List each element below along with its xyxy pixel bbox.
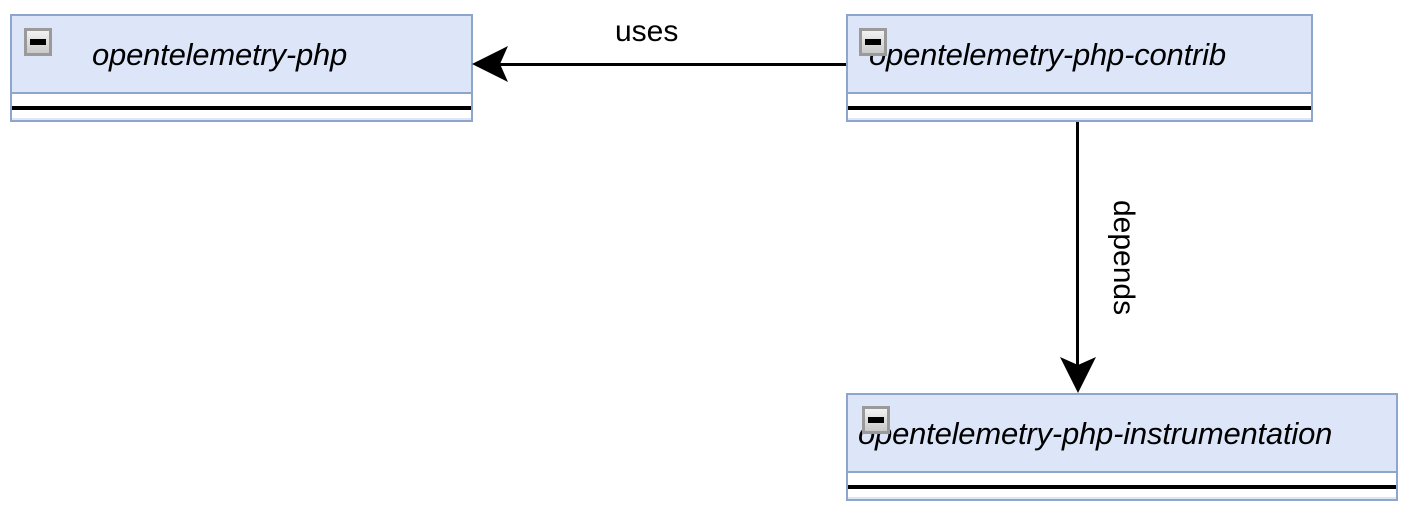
edge-label-depends: depends <box>1107 200 1140 316</box>
minus-collapse-icon[interactable] <box>24 28 52 56</box>
node-opentelemetry-php[interactable]: opentelemetry-php <box>10 14 473 122</box>
node-compartment-1 <box>848 94 1311 106</box>
minus-collapse-icon[interactable] <box>859 28 887 56</box>
node-title: opentelemetry-php-contrib <box>869 36 1226 72</box>
node-header: opentelemetry-php-instrumentation <box>848 395 1396 473</box>
node-title: opentelemetry-php-instrumentation <box>858 415 1333 451</box>
edge-label-uses: uses <box>615 15 679 48</box>
node-compartment-2 <box>848 106 1311 118</box>
node-compartment-1 <box>12 94 471 106</box>
node-header: opentelemetry-php-contrib <box>848 16 1311 94</box>
edge-depends-line <box>1076 122 1079 375</box>
node-compartment-2 <box>848 485 1396 497</box>
edge-uses-line <box>496 63 846 66</box>
minus-collapse-icon[interactable] <box>862 406 890 434</box>
node-compartment-2 <box>12 106 471 118</box>
node-title: opentelemetry-php <box>92 36 348 72</box>
node-header: opentelemetry-php <box>12 16 471 94</box>
node-opentelemetry-php-instrumentation[interactable]: opentelemetry-php-instrumentation <box>846 393 1398 501</box>
edge-depends-arrowhead <box>1060 357 1096 393</box>
node-compartment-1 <box>848 473 1396 485</box>
node-opentelemetry-php-contrib[interactable]: opentelemetry-php-contrib <box>846 14 1313 122</box>
edge-uses-arrowhead <box>472 46 508 82</box>
